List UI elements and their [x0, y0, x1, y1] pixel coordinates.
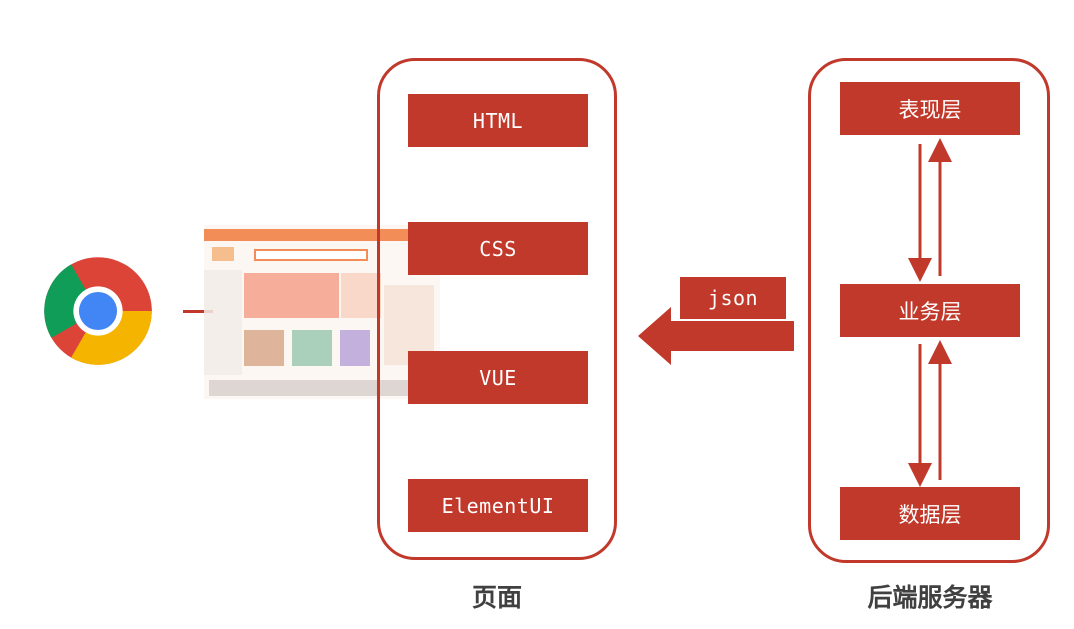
json-arrow-left	[638, 307, 794, 365]
page-caption: 页面	[471, 583, 522, 612]
css-box: CSS	[408, 222, 588, 275]
business-layer-box: 业务层	[840, 284, 1020, 337]
presentation-layer-box: 表现层	[840, 82, 1020, 135]
json-box: json	[680, 277, 786, 319]
presentation-layer-label: 表现层	[898, 97, 962, 122]
vue-box: VUE	[408, 351, 588, 404]
data-layer-box: 数据层	[840, 487, 1020, 540]
elementui-box: ElementUI	[408, 479, 588, 532]
css-label: CSS	[479, 236, 517, 261]
screenshot-top-bar	[204, 229, 440, 241]
layer-arrows	[908, 138, 952, 487]
screenshot-banner-2	[341, 273, 381, 318]
elementui-label: ElementUI	[441, 493, 555, 518]
page-stack-frame	[377, 58, 617, 560]
vue-label: VUE	[479, 365, 517, 390]
web-page-screenshot	[204, 225, 440, 399]
json-label: json	[707, 286, 759, 310]
screenshot-logo	[212, 247, 234, 261]
server-caption: 后端服务器	[867, 583, 993, 612]
screenshot-tile-3	[340, 330, 370, 366]
business-layer-label: 业务层	[898, 299, 962, 324]
screenshot-tile-2	[292, 330, 332, 366]
screenshot-search-bar	[254, 249, 368, 261]
html-box: HTML	[408, 94, 588, 147]
server-stack-frame	[808, 58, 1050, 563]
data-layer-label: 数据层	[898, 502, 962, 527]
screenshot-sidebar	[204, 270, 242, 375]
html-label: HTML	[472, 108, 524, 133]
screenshot-tile-1	[244, 330, 284, 366]
screenshot-banner	[244, 273, 339, 318]
chrome-icon	[44, 257, 152, 365]
browser-connector-line	[183, 310, 213, 313]
